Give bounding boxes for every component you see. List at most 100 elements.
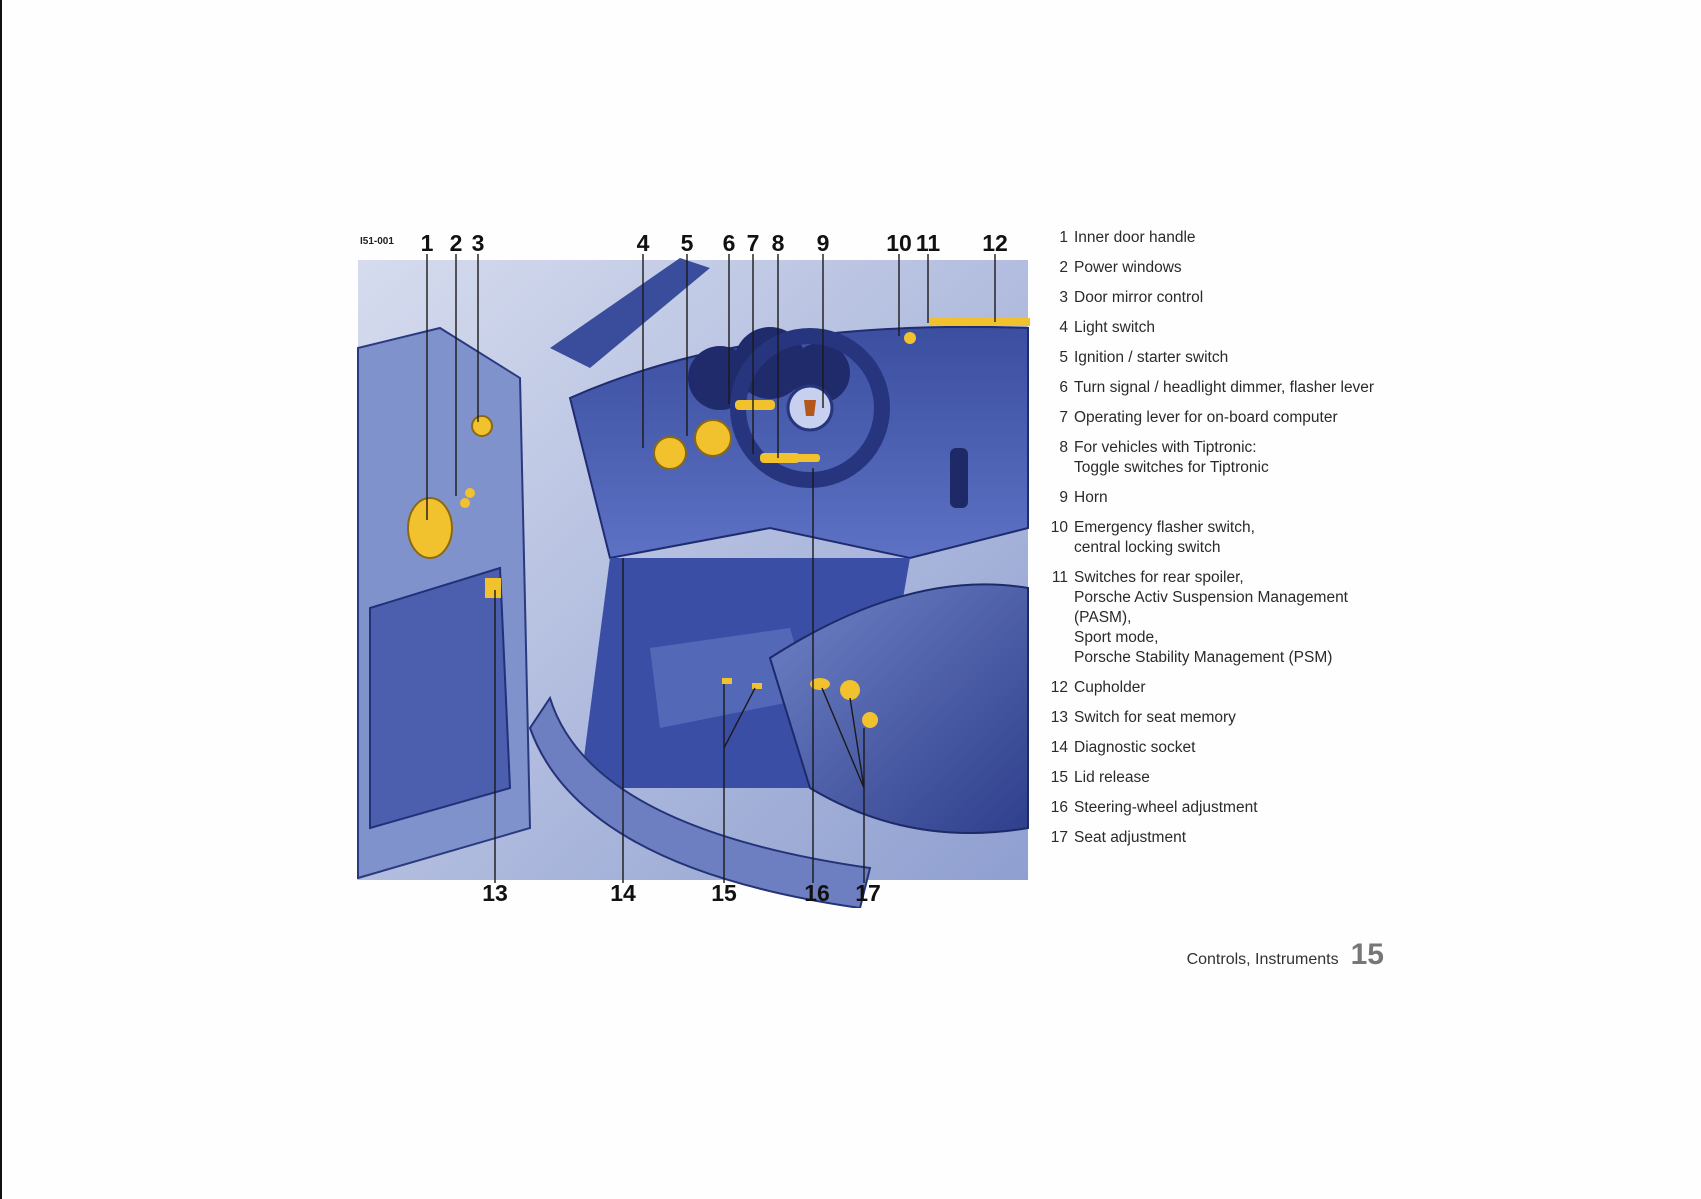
leader-line <box>723 687 756 749</box>
legend-item: 17 Seat adjustment <box>1040 828 1380 848</box>
window-switch-highlight <box>465 488 475 498</box>
legend-item: 10 Emergency flasher switch, central lock… <box>1040 518 1380 558</box>
legend-item: 6 Turn signal / headlight dimmer, flasher… <box>1040 378 1380 398</box>
legend-number: 11 <box>1051 569 1068 586</box>
legend-item: 1 Inner door handle <box>1040 228 1380 248</box>
computer-lever-highlight <box>760 453 800 463</box>
page-number: 15 <box>1350 938 1384 971</box>
legend-item: 15 Lid release <box>1040 768 1380 788</box>
tiptronic-highlight <box>790 454 820 462</box>
leader-line <box>821 687 865 789</box>
leader-line <box>849 697 865 789</box>
legend-number: 16 <box>1050 799 1068 816</box>
legend-item: 14 Diagnostic socket <box>1040 738 1380 758</box>
legend-number: 9 <box>1059 489 1068 506</box>
gear-shifter <box>950 448 968 508</box>
callout-15: 15 <box>711 880 737 906</box>
page-edge-line <box>0 0 2 1199</box>
door-sill <box>528 695 872 908</box>
legend-text: Door mirror control <box>1074 289 1204 306</box>
cupholder-highlight <box>930 318 1030 326</box>
legend-number: 7 <box>1059 409 1068 426</box>
callout-12: 12 <box>982 230 1008 256</box>
image-reference-id: I51-001 <box>360 236 394 247</box>
callout-10: 10 <box>886 230 912 256</box>
a-pillar <box>550 258 710 368</box>
legend-text: Lid release <box>1074 769 1150 786</box>
seat-control-highlight <box>810 678 830 690</box>
legend-text: Emergency flasher switch, central lockin… <box>1074 519 1255 556</box>
cockpit-illustration: I51-001 1 2 3 4 5 6 7 8 9 10 11 12 13 14… <box>350 228 1040 908</box>
door-handle-highlight <box>407 497 453 559</box>
window-switch-highlight <box>460 498 470 508</box>
seat-memory-highlight <box>485 578 501 598</box>
callout-17: 17 <box>855 880 881 906</box>
lid-release-highlight <box>722 678 732 684</box>
legend-text: Ignition / starter switch <box>1074 349 1229 366</box>
legend-text: Diagnostic socket <box>1074 739 1196 756</box>
legend-item: 16 Steering-wheel adjustment <box>1040 798 1380 818</box>
component-legend: 1 Inner door handle 2 Power windows 3 Door … <box>1040 228 1380 858</box>
legend-item: 8 For vehicles with Tiptronic: Toggle swi… <box>1040 438 1380 478</box>
legend-item: 5 Ignition / starter switch <box>1040 348 1380 368</box>
legend-item: 11 Switches for rear spoiler, Porsche Act… <box>1040 568 1380 668</box>
callout-13: 13 <box>482 880 508 906</box>
legend-number: 3 <box>1059 289 1068 306</box>
seat-control-highlight <box>862 712 878 728</box>
callout-7: 7 <box>746 230 760 256</box>
legend-text: Steering-wheel adjustment <box>1074 799 1258 816</box>
page-footer: Controls, Instruments 15 <box>1150 938 1384 972</box>
legend-text: Seat adjustment <box>1074 829 1187 846</box>
legend-number: 2 <box>1059 259 1068 276</box>
legend-text: Switches for rear spoiler, Porsche Activ… <box>1074 569 1348 666</box>
callout-5: 5 <box>680 230 694 256</box>
legend-number: 14 <box>1050 739 1068 756</box>
legend-text: Turn signal / headlight dimmer, flasher … <box>1074 379 1375 396</box>
callout-4: 4 <box>636 230 650 256</box>
callout-9: 9 <box>816 230 830 256</box>
cockpit-drawing <box>357 254 1030 908</box>
turn-signal-lever-highlight <box>735 400 775 410</box>
legend-item: 2 Power windows <box>1040 258 1380 278</box>
legend-number: 5 <box>1059 349 1068 366</box>
legend-item: 12 Cupholder <box>1040 678 1380 698</box>
legend-number: 10 <box>1050 519 1068 536</box>
legend-number: 15 <box>1050 769 1068 786</box>
legend-number: 12 <box>1050 679 1068 696</box>
legend-text: Power windows <box>1074 259 1182 276</box>
legend-text: Operating lever for on-board computer <box>1074 409 1338 426</box>
hazard-switch-highlight <box>904 332 916 344</box>
callout-14: 14 <box>610 880 636 906</box>
seat-control-highlight <box>840 680 860 700</box>
mirror-control-highlight <box>471 415 493 437</box>
section-title: Controls, Instruments <box>1186 951 1339 968</box>
callout-6: 6 <box>722 230 736 256</box>
light-switch-highlight <box>653 436 687 470</box>
legend-number: 13 <box>1050 709 1068 726</box>
legend-item: 13 Switch for seat memory <box>1040 708 1380 728</box>
legend-number: 1 <box>1059 229 1068 246</box>
legend-item: 9 Horn <box>1040 488 1380 508</box>
legend-text: Cupholder <box>1074 679 1146 696</box>
legend-text: Inner door handle <box>1074 229 1196 246</box>
callout-8: 8 <box>771 230 785 256</box>
legend-item: 4 Light switch <box>1040 318 1380 338</box>
callout-3: 3 <box>471 230 485 256</box>
legend-text: Light switch <box>1074 319 1155 336</box>
driver-seat <box>768 583 1029 834</box>
legend-text: Switch for seat memory <box>1074 709 1236 726</box>
legend-text: For vehicles with Tiptronic: Toggle swit… <box>1074 439 1269 476</box>
legend-number: 6 <box>1059 379 1068 396</box>
crest-emblem <box>804 400 816 416</box>
lid-release-highlight <box>752 683 762 689</box>
legend-number: 17 <box>1050 829 1068 846</box>
callout-2: 2 <box>449 230 463 256</box>
callout-16: 16 <box>804 880 830 906</box>
legend-text: Horn <box>1074 489 1108 506</box>
callout-11: 11 <box>915 230 941 256</box>
legend-item: 3 Door mirror control <box>1040 288 1380 308</box>
ignition-highlight <box>694 419 732 457</box>
legend-number: 4 <box>1059 319 1068 336</box>
legend-number: 8 <box>1059 439 1068 456</box>
callout-1: 1 <box>420 230 434 256</box>
